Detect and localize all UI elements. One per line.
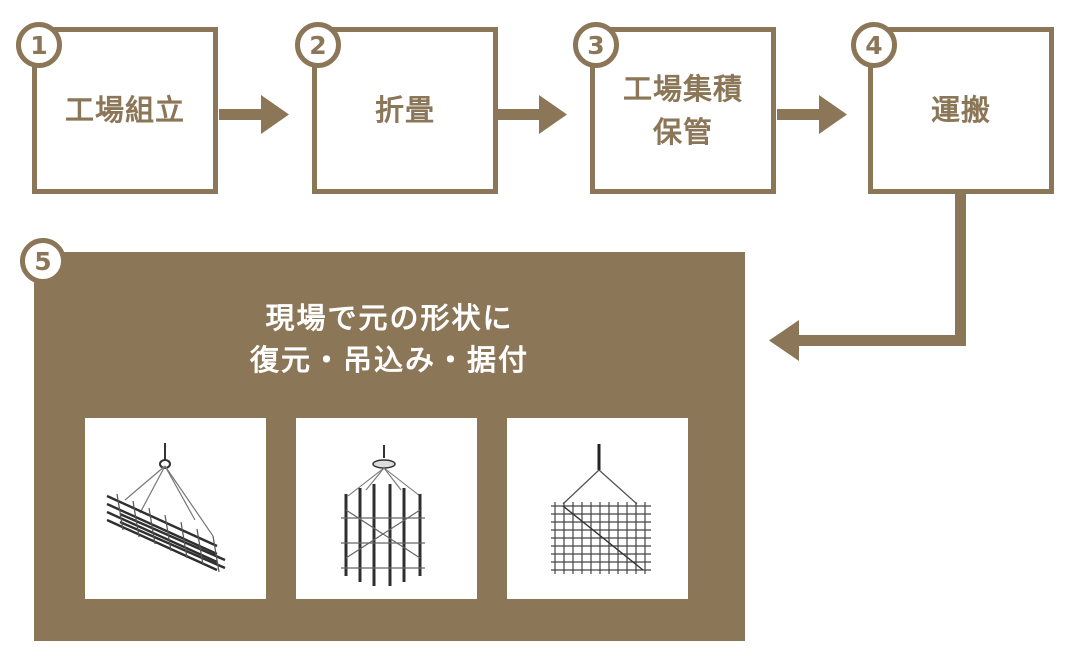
- arrow-1-to-2: [219, 95, 289, 134]
- flat-mesh-lift-icon: [551, 444, 651, 574]
- step-label-2: 折畳: [374, 93, 435, 128]
- step-box-1: 工場組立: [32, 27, 218, 194]
- step-number-4: 4: [865, 30, 883, 60]
- step-number-2: 2: [309, 30, 327, 60]
- step-label-3: 工場集積 保管: [622, 72, 743, 149]
- step-number-3: 3: [587, 30, 605, 60]
- step-box-4: 運搬: [868, 27, 1054, 194]
- step-number-badge-3: 3: [573, 22, 619, 68]
- illustration-cylindrical-cage: [296, 418, 477, 599]
- step-box-2: 折畳: [312, 27, 498, 194]
- final-step-line-1: 現場で元の形状に: [265, 301, 514, 335]
- illustration-flat-mesh: [507, 418, 688, 599]
- step-number-badge-2: 2: [295, 22, 341, 68]
- step-number-5: 5: [34, 246, 52, 276]
- step-number-badge-1: 1: [16, 22, 62, 68]
- step-number-badge-4: 4: [851, 22, 897, 68]
- illustration-diagonal-cage: [85, 418, 266, 599]
- arrow-2-to-3: [497, 95, 567, 134]
- arrow-4-to-5: [769, 190, 966, 361]
- cylindrical-cage-lift-icon: [341, 445, 425, 586]
- step-box-3: 工場集積 保管: [590, 27, 776, 194]
- step-label-4: 運搬: [930, 93, 991, 128]
- final-step-text: 現場で元の形状に 復元・吊込み・据付: [34, 297, 745, 381]
- arrow-3-to-4: [777, 95, 847, 134]
- step-number-badge-5: 5: [20, 238, 66, 284]
- step-label-1: 工場組立: [64, 93, 185, 128]
- diagonal-cage-lift-icon: [106, 443, 226, 573]
- step-number-1: 1: [30, 30, 48, 60]
- final-step-line-2: 復元・吊込み・据付: [249, 343, 529, 378]
